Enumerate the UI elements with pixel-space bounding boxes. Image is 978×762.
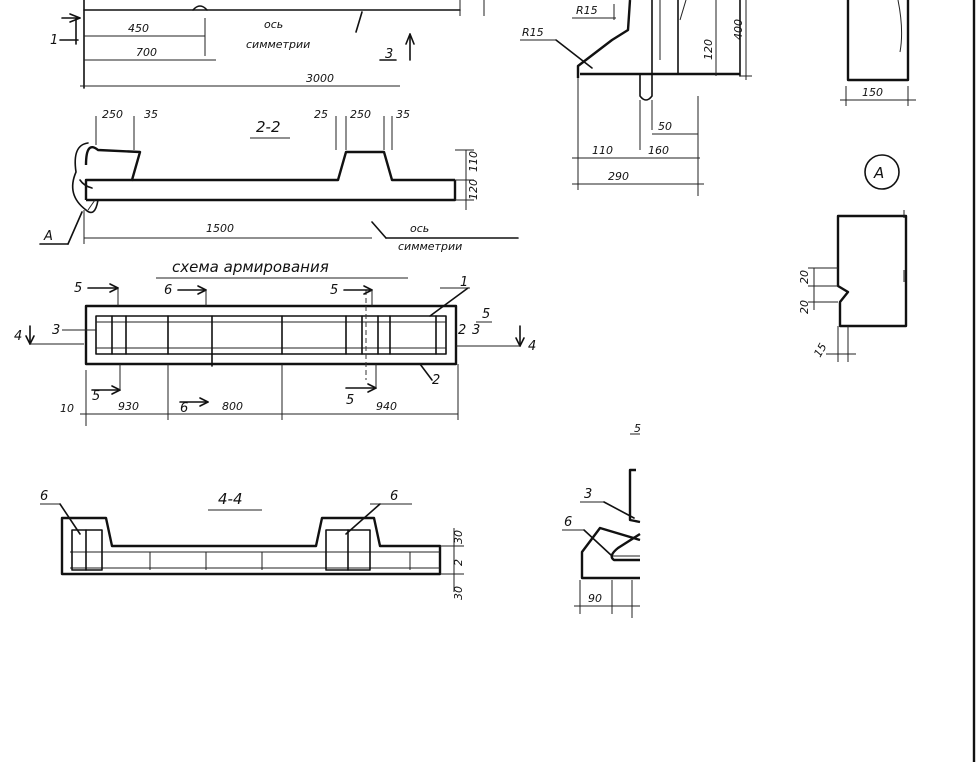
detail-a-label: A [873,164,884,182]
mark-3-sec6: 3 [584,487,592,502]
dim-30-top: 30 [452,530,465,544]
end-view: 150 [840,0,916,106]
label-r15-a: R15 [576,4,598,17]
section-6: 5 3 6 90 [562,422,641,618]
axis-note-line2: симметрии [246,38,310,51]
label-r15-b: R15 [522,26,544,39]
mark-3-left: 3 [52,323,60,338]
section-4-4: 4-4 6 6 30 2 30 [40,489,465,600]
dim-800: 800 [222,400,243,413]
dim-20-top: 20 [798,270,811,284]
mark-3-right: 3 [472,323,480,338]
dim-1500: 1500 [206,222,234,235]
dim-30-bottom: 30 [452,586,465,600]
dim-3000: 3000 [306,72,334,85]
dim-10: 10 [60,402,74,415]
mark-6-left: 6 [40,489,48,504]
mark-5-right: 5 [482,307,490,322]
dim-110: 110 [467,151,480,172]
dim-50: 50 [658,120,672,133]
cut-mark-1: 1 [50,33,58,48]
axis-note-2-line2: симметрии [398,240,462,253]
dim-250-right: 250 [350,108,371,121]
section-2-2-title: 2-2 [256,118,281,136]
mark-2-bottom: 2 [432,373,440,388]
dim-400-vert: 400 [732,19,745,40]
dim-120-vert: 120 [702,39,715,60]
reinforcement-scheme: схема армирования 5 6 5 4 3 [14,258,536,426]
mark-5-bottom: 5 [346,393,354,408]
mark-6-sec6: 6 [564,515,572,530]
section-4-4-title: 4-4 [218,490,243,508]
dim-25: 25 [314,108,328,121]
dim-930: 930 [118,400,139,413]
mark-5-bottom-left: 5 [92,389,100,404]
dim-35-left: 35 [144,108,158,121]
section-1-1: R15 R15 120 400 50 110 160 290 [520,0,752,196]
mark-2-right: 2 [458,323,466,338]
dim-2: 2 [452,559,465,566]
detail-ref-a: A [43,229,53,244]
mark-4-right: 4 [528,339,536,354]
axis-note-line1: ось [264,18,283,31]
dim-20-bottom: 20 [798,300,811,314]
dim-160: 160 [648,144,669,157]
top-view: 1 450 700 3000 ось симметрии 3 [50,0,485,89]
dim-35-right: 35 [396,108,410,121]
dim-90: 90 [588,592,602,605]
detail-a: A 20 20 15 [798,154,908,362]
dim-120: 120 [467,179,480,200]
axis-note-2-line1: ось [410,222,429,235]
section-6-partial-label: 5 [634,422,641,435]
dim-700: 700 [136,46,157,59]
dim-15: 15 [811,341,829,360]
dim-450: 450 [128,22,149,35]
cut-mark-3: 3 [385,47,393,62]
mark-4-left: 4 [14,329,22,344]
dim-250-left: 250 [102,108,123,121]
mark-5-top-right: 5 [330,283,338,298]
section-2-2: 2-2 250 35 25 250 35 110 120 1500 ось си [39,108,519,253]
dim-940: 940 [376,400,397,413]
mark-6-top: 6 [164,283,172,298]
dim-290: 290 [608,170,629,183]
dim-110-h: 110 [592,144,613,157]
mark-6-bottom: 6 [180,401,188,416]
mark-6-right: 6 [390,489,398,504]
mark-1: 1 [460,275,468,290]
scheme-title: схема армирования [172,258,329,276]
mark-5-top-left: 5 [74,281,82,296]
dim-150: 150 [862,86,883,99]
